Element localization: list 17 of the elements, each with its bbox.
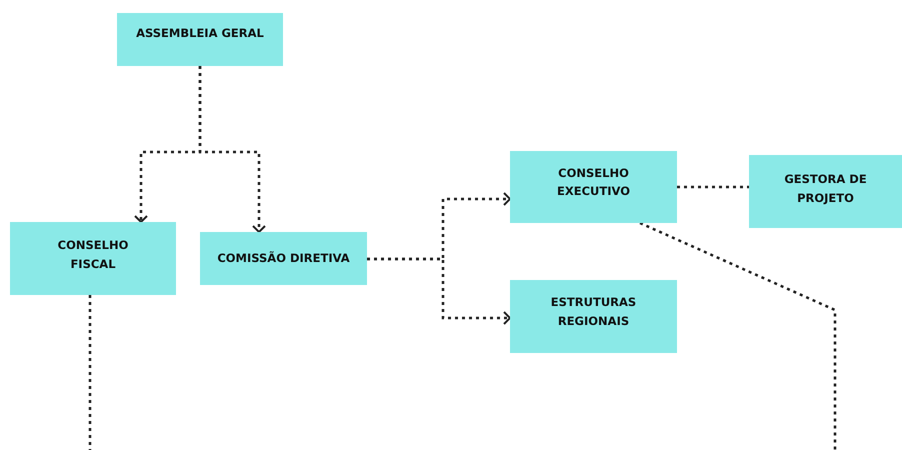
box-label: ESTRUTURAS REGIONAIS: [550, 294, 638, 330]
org-box: [749, 155, 902, 228]
org-box: [10, 222, 176, 295]
org-box: [200, 232, 367, 285]
dotted-arrow: [367, 258, 511, 325]
dotted-arrow: [198, 66, 266, 233]
dotted-connector: [88, 295, 92, 450]
box-label: ASSEMBLEIA GERAL: [136, 25, 264, 42]
org-box: [510, 280, 677, 353]
box-label: CONSELHO EXECUTIVO: [556, 164, 631, 200]
org-box: [510, 151, 677, 223]
dotted-connector: [677, 186, 749, 188]
dotted-connector: [640, 222, 836, 450]
box-label: COMISSÃO DIRETIVA: [217, 250, 350, 268]
org-box: [117, 13, 283, 66]
box-label: GESTORA DE PROJETO: [783, 171, 868, 206]
box-label: CONSELHO FISCAL: [56, 237, 130, 272]
